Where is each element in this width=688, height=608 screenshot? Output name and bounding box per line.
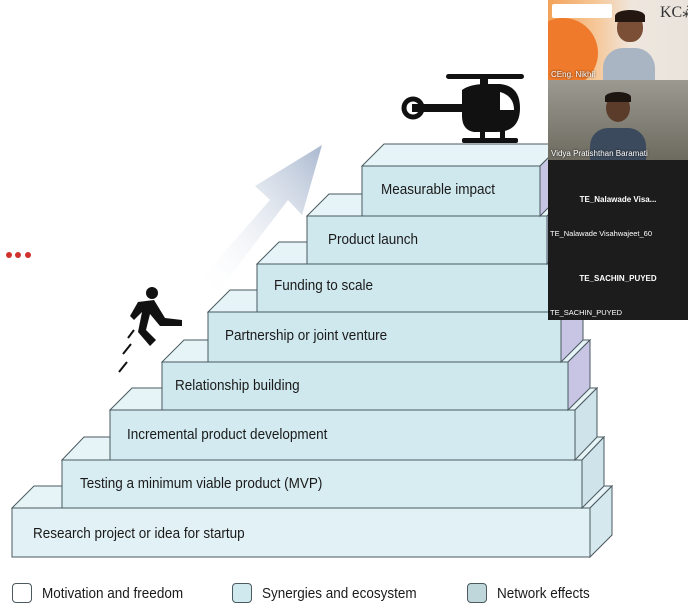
participant-name: CEng. Nikhil [551,70,596,79]
helicopter-icon [401,74,524,143]
legend-item-motivation: Motivation and freedom [12,580,199,606]
decorative-dot [25,252,31,258]
step-6-face [256,263,555,313]
step-label-relationship-building: Relationship building [175,377,300,394]
participant-display-name: TE_SACHIN_PUYED [579,274,657,283]
decorative-dot [6,252,12,258]
logo-icons [552,4,612,18]
legend-swatch [12,583,32,603]
video-tile-te-nalawade[interactable]: TE_Nalawade Visa... TE_Nalawade Visahwaj… [548,160,688,240]
video-tile-te-sachin-puyed[interactable]: TE_SACHIN_PUYED TE_SACHIN_PUYED [548,240,688,320]
participant-avatar [590,90,646,160]
video-participant-panel: KC⁂L CEng. Nikhil Vidya Pratishthan Bara… [548,0,688,320]
video-tile-vidya-pratishthan[interactable]: Vidya Pratishthan Baramati [548,80,688,160]
legend-swatch [467,583,487,603]
legend-item-synergies: Synergies and ecosystem [232,580,434,606]
participant-name: TE_Nalawade Visahwajeet_60 [550,229,653,238]
step-label-incremental-development: Incremental product development [127,426,328,443]
legend-label: Network effects [497,584,590,602]
logo-text: KC⁂L [660,4,688,21]
legend-label: Motivation and freedom [42,584,184,602]
step-8-top [360,143,564,167]
step-label-funding-to-scale: Funding to scale [274,277,374,294]
legend-label: Synergies and ecosystem [262,584,417,602]
step-label-research-project: Research project or idea for startup [33,525,245,542]
step-label-product-launch: Product launch [328,231,419,248]
legend-item-network-effects: Network effects [467,580,600,606]
growth-arrow [200,145,322,292]
participant-name: TE_SACHIN_PUYED [550,308,623,317]
step-7-face [306,215,548,265]
video-tile-ceng-nikhil[interactable]: KC⁂L CEng. Nikhil [548,0,688,80]
legend-swatch [232,583,252,603]
decorative-dot [15,252,21,258]
participant-display-name: TE_Nalawade Visa... [579,195,657,204]
step-3-face [109,409,576,461]
step-label-partnership: Partnership or joint venture [225,327,388,344]
step-2-face [61,459,583,509]
participant-name: Vidya Pratishthan Baramati [551,149,648,158]
step-1-face [11,507,591,558]
step-label-measurable-impact: Measurable impact [381,181,496,198]
step-label-testing-mvp: Testing a minimum viable product (MVP) [80,475,323,492]
participant-avatar [603,8,655,80]
step-8-face [361,165,541,217]
running-person-icon [118,287,182,373]
step-5-face [207,311,562,363]
step-4-face [161,361,569,411]
